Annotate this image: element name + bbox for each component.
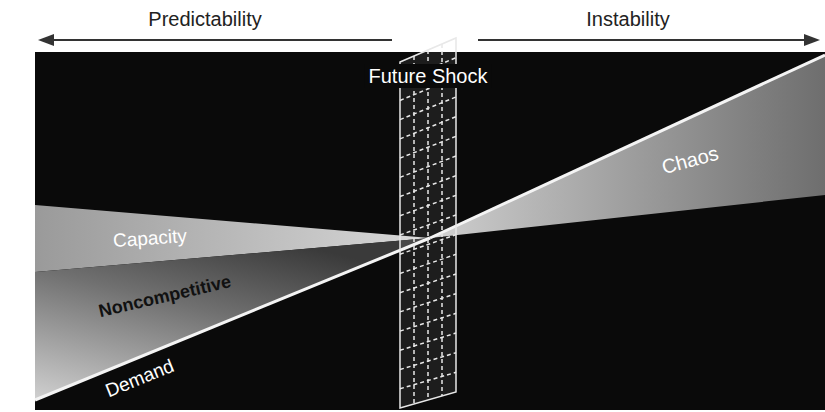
region-label: Capacity — [112, 226, 187, 252]
axis-label: Instability — [586, 8, 669, 30]
axis-label: Predictability — [148, 8, 261, 30]
demand-line — [35, 238, 430, 400]
zone-title: Future Shock — [365, 64, 492, 88]
region-label: Noncompetitive — [97, 272, 233, 322]
noncompetitive-wedge — [35, 238, 430, 400]
direction-arrows — [38, 34, 820, 46]
region-label: Chaos — [659, 142, 721, 178]
future-shock-panel — [400, 38, 456, 408]
region-label: Demand — [103, 356, 177, 402]
